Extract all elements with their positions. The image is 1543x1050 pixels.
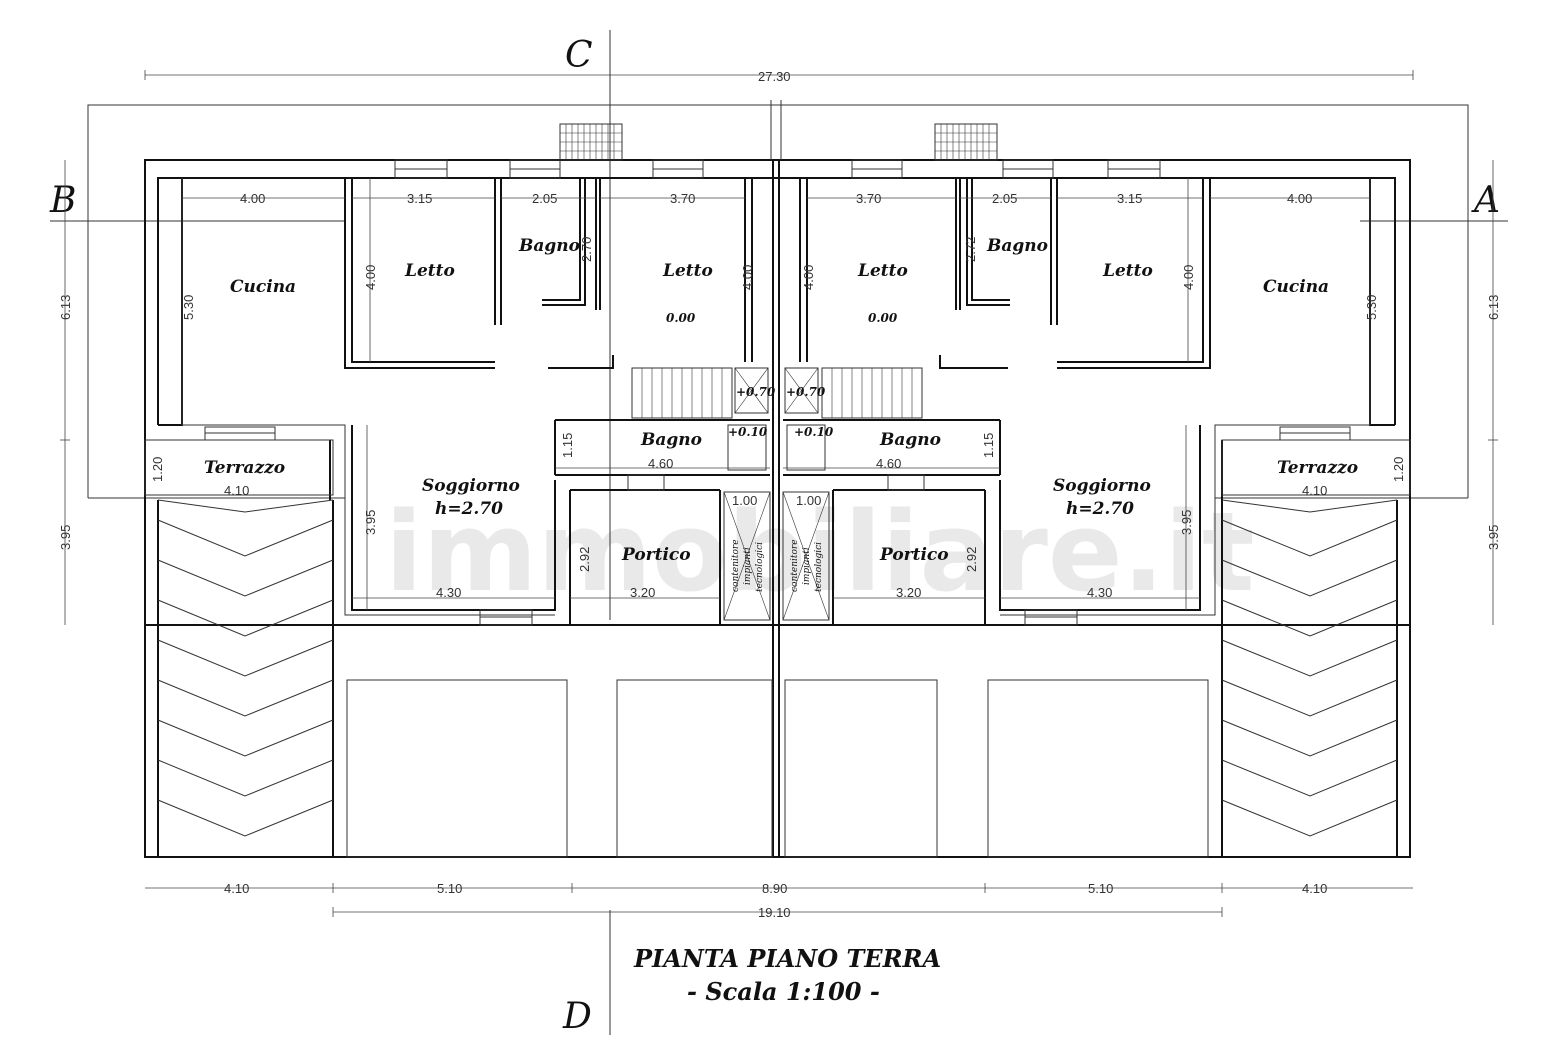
plan-title: PIANTA PIANO TERRA: [633, 944, 941, 973]
section-lines: C B A D: [49, 30, 1508, 1037]
dim-v-120-right: 1.20: [1391, 457, 1406, 482]
dim-top-315-left: 3.15: [407, 191, 432, 206]
room-portico-right: Portico: [879, 545, 949, 565]
dim-v-400-left-2: 4.00: [740, 265, 755, 290]
dim-v-613-left: 6.13: [58, 295, 73, 320]
level-070-left: +0.70: [736, 385, 776, 399]
dim-top-370-right: 3.70: [856, 191, 881, 206]
dim-v-395-inner-left: 3.95: [363, 510, 378, 535]
dim-v-115-right: 1.15: [981, 433, 996, 458]
dim-h-320-right: 3.20: [896, 585, 921, 600]
cont-right-3: tecnologici: [814, 542, 824, 592]
section-label-c: C: [565, 35, 593, 76]
right-unit-walls: [782, 178, 1411, 626]
level-010-right: +0.10: [794, 425, 834, 439]
driveway-left: [157, 499, 334, 857]
dim-bottom-1910: 19.10: [758, 905, 791, 920]
dim-v-272-right: 2.72: [963, 237, 978, 262]
room-soggiorno-right-height: h=2.70: [1066, 499, 1134, 519]
horizontal-dims-top: [182, 197, 1370, 599]
dim-h-410-left: 4.10: [224, 483, 249, 498]
room-bagno-right-mid: Bagno: [879, 430, 941, 450]
dim-v-613-right: 6.13: [1486, 295, 1501, 320]
dim-top-370-left: 3.70: [670, 191, 695, 206]
section-label-d: D: [562, 996, 592, 1037]
dim-v-530-left: 5.30: [181, 295, 196, 320]
room-bagno-left-mid: Bagno: [640, 430, 702, 450]
dim-v-395-right: 3.95: [1486, 525, 1501, 550]
utility-box-left-label: contenitore impianti tecnologici: [731, 539, 765, 592]
level-000-right: 0.00: [868, 311, 898, 325]
dim-overall: 27.30: [758, 69, 791, 84]
vertical-dims: [60, 160, 1498, 625]
room-soggiorno-right: Soggiorno: [1053, 476, 1151, 496]
section-label-a: A: [1471, 180, 1500, 221]
section-label-b: B: [49, 180, 76, 221]
level-010-left: +0.10: [728, 425, 768, 439]
dim-v-292-right: 2.92: [964, 547, 979, 572]
vent-blocks: [559, 123, 998, 161]
cont-left-1: contenitore: [731, 539, 741, 592]
utility-box-right-label: contenitore impianti tecnologici: [790, 539, 824, 592]
dim-v-400-right-1: 4.00: [1181, 265, 1196, 290]
dim-bottom-890: 8.90: [762, 881, 787, 896]
room-letto-right-1: Letto: [1102, 261, 1153, 281]
dim-bottom-510-right: 5.10: [1088, 881, 1113, 896]
dim-h-410-right: 4.10: [1302, 483, 1327, 498]
room-letto-right-2: Letto: [857, 261, 908, 281]
dim-bottom-510-left: 5.10: [437, 881, 462, 896]
garden-areas: [346, 679, 1209, 858]
dim-top-205-right: 2.05: [992, 191, 1017, 206]
windows-top: [394, 159, 1161, 179]
room-soggiorno-left: Soggiorno: [422, 476, 520, 496]
cont-right-1: contenitore: [790, 539, 800, 592]
level-070-right: +0.70: [786, 385, 826, 399]
room-bagno-left-top: Bagno: [518, 236, 580, 256]
dim-bottom-410-right: 4.10: [1302, 881, 1327, 896]
cont-right-2: impianti: [802, 547, 812, 585]
plan-scale: - Scala 1:100 -: [687, 977, 880, 1006]
dim-h-430-left: 4.30: [436, 585, 461, 600]
dim-h-460-left: 4.60: [648, 456, 673, 471]
room-letto-left-1: Letto: [404, 261, 455, 281]
dim-v-395-inner-right: 3.95: [1179, 510, 1194, 535]
dim-h-460-right: 4.60: [876, 456, 901, 471]
room-portico-left: Portico: [621, 545, 691, 565]
dim-h-100-left: 1.00: [732, 493, 757, 508]
horizontal-dims-bottom: [145, 883, 1413, 917]
dim-v-292-left: 2.92: [577, 547, 592, 572]
room-bagno-right-top: Bagno: [986, 236, 1048, 256]
driveway-right: [1221, 499, 1398, 857]
dim-v-120-left: 1.20: [150, 457, 165, 482]
room-terrazzo-left: Terrazzo: [204, 458, 285, 478]
dim-v-270-left: 2.70: [579, 237, 594, 262]
room-soggiorno-left-height: h=2.70: [435, 499, 503, 519]
overall-dimension: 27.30: [144, 69, 1414, 84]
dim-h-430-right: 4.30: [1087, 585, 1112, 600]
eaves-outline: [87, 104, 1469, 499]
dimension-labels: 4.00 3.15 2.05 3.70 3.70 2.05 3.15 4.00 …: [58, 191, 1501, 920]
room-terrazzo-right: Terrazzo: [1277, 458, 1358, 478]
dim-top-205-left: 2.05: [532, 191, 557, 206]
level-000-left: 0.00: [666, 311, 696, 325]
dim-v-400-right-2: 4.00: [801, 265, 816, 290]
room-cucina-right: Cucina: [1263, 277, 1329, 297]
dim-top-315-right: 3.15: [1117, 191, 1142, 206]
room-cucina-left: Cucina: [230, 277, 296, 297]
dim-v-530-right: 5.30: [1364, 295, 1379, 320]
dim-h-100-right: 1.00: [796, 493, 821, 508]
dim-bottom-410-left: 4.10: [224, 881, 249, 896]
dim-top-400-left: 4.00: [240, 191, 265, 206]
dim-v-395-left: 3.95: [58, 525, 73, 550]
dim-top-400-right: 4.00: [1287, 191, 1312, 206]
dim-v-400-left-1: 4.00: [363, 265, 378, 290]
dim-v-115-left: 1.15: [560, 433, 575, 458]
exterior-walls: [144, 100, 1411, 858]
cont-left-2: impianti: [743, 547, 753, 585]
room-letto-left-2: Letto: [662, 261, 713, 281]
dim-h-320-left: 3.20: [630, 585, 655, 600]
cont-left-3: tecnologici: [755, 542, 765, 592]
